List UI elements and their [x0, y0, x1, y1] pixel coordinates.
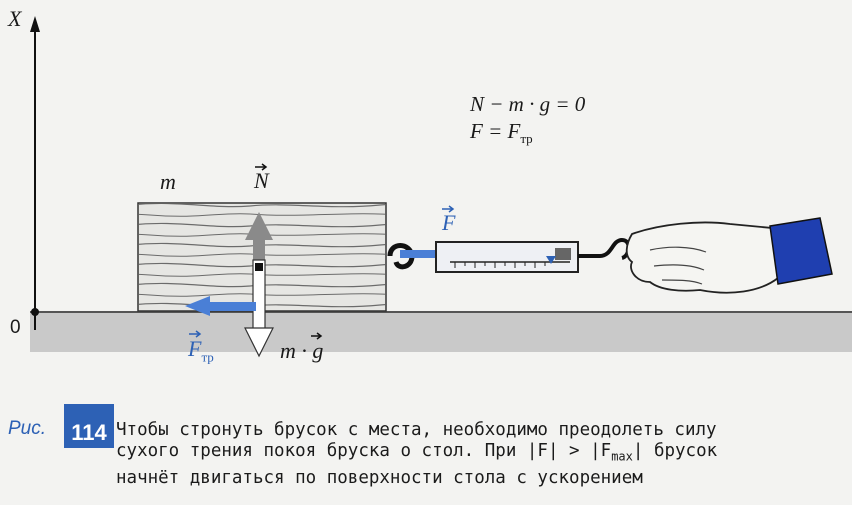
caption-line-2b: | брусок [632, 441, 718, 461]
caption-line-2: сухого трения покоя бруска о стол. При |… [116, 441, 816, 468]
friction-shaft [208, 302, 256, 311]
equation-2-subscript: тр [520, 131, 533, 147]
x-axis-label: X [8, 6, 22, 31]
hand-fingers [649, 246, 707, 285]
caption-line-2-sub: max [611, 449, 633, 464]
gravity-arrowhead [244, 327, 274, 358]
x-axis-arrowhead [30, 16, 40, 32]
friction-force-subscript: тр [201, 349, 214, 365]
normal-force-arrowhead [245, 212, 273, 240]
equation-2: F = Fтр [470, 118, 533, 147]
friction-force-letter: F [188, 336, 202, 361]
dynamometer-pointer [546, 256, 556, 264]
center-of-mass [255, 263, 263, 271]
gravity-label: m · g [280, 338, 324, 363]
origin-point [31, 308, 39, 316]
normal-force-label: N [254, 168, 269, 193]
applied-force-shaft [400, 250, 440, 258]
hand-hook [578, 237, 631, 260]
figure-prefix: Рис. [8, 418, 47, 439]
caption-line-1: Чтобы стронуть брусок с места, необходим… [116, 420, 717, 440]
hand [625, 221, 779, 294]
origin-label: 0 [10, 317, 21, 338]
dynamometer-ticks [454, 262, 546, 268]
friction-force-label: Fтр [188, 336, 214, 365]
mass-label: m [160, 169, 176, 194]
caption-line-3: начнёт двигаться по поверхности стола с … [116, 467, 643, 488]
table-surface [30, 312, 852, 352]
figure-number: 114 [64, 404, 114, 448]
friction-arrowhead [185, 296, 210, 316]
glove-cuff [769, 217, 833, 285]
equation-1: N − m · g = 0 [470, 92, 586, 116]
dynamometer-spring [555, 248, 571, 260]
applied-force-label: F [442, 210, 456, 235]
caption-line-2a: сухого трения покоя бруска о стол. При |… [116, 441, 612, 461]
caption: Чтобы стронуть брусок с места, необходим… [116, 420, 816, 489]
vector-bars [189, 163, 455, 340]
equation-2-main: F = F [470, 119, 521, 143]
